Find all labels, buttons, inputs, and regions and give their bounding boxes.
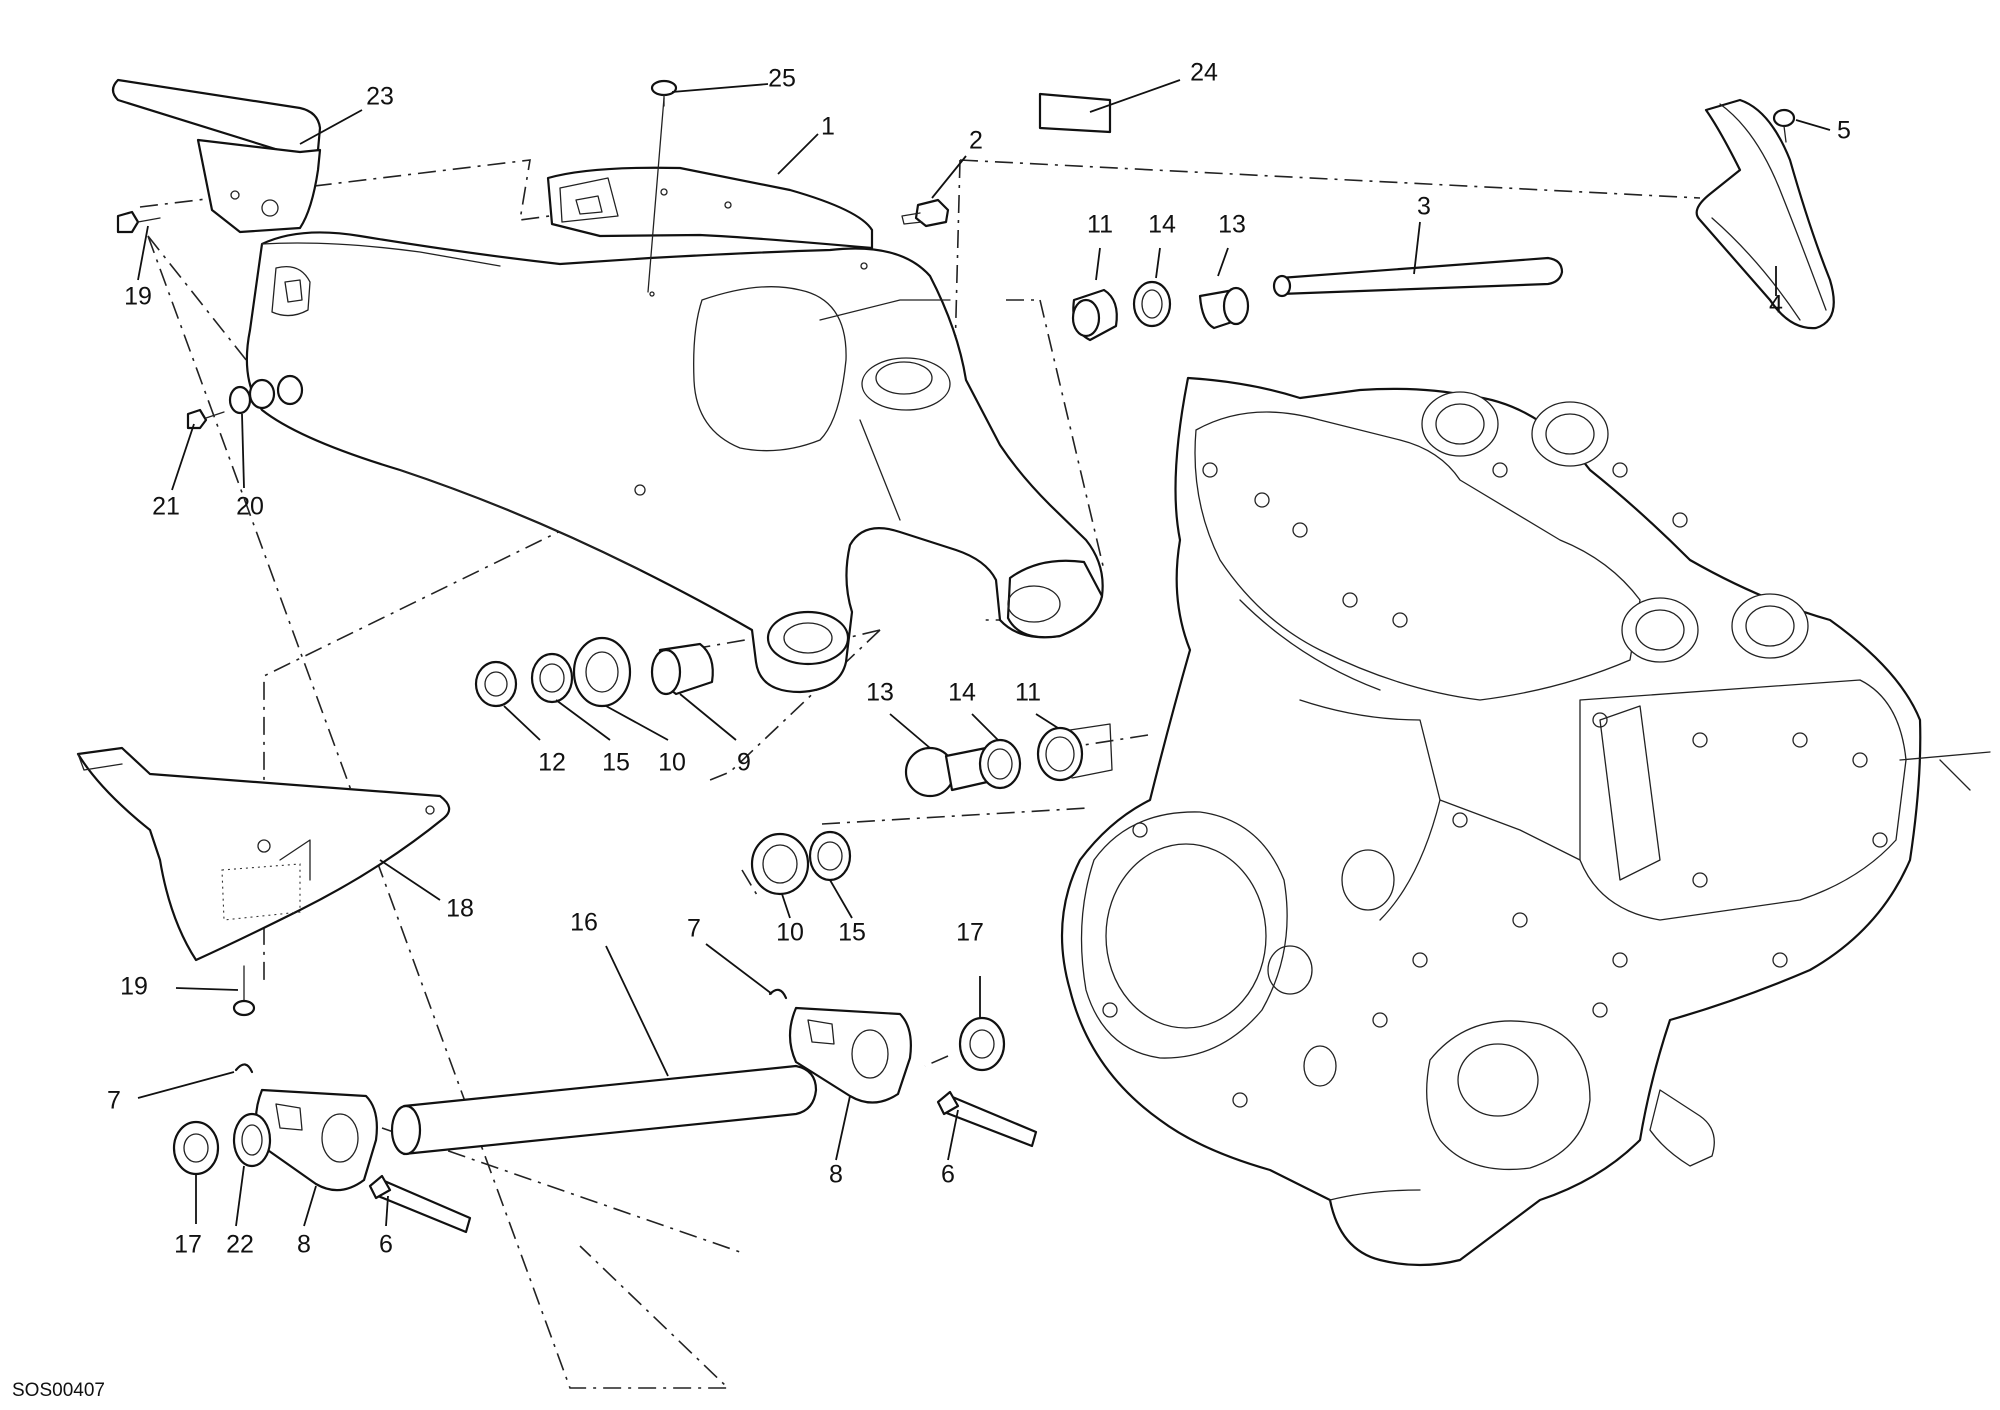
callout-11b: 11 [1015, 679, 1041, 707]
callout-2: 2 [969, 127, 983, 155]
bolt-part-19-top [116, 210, 161, 234]
callout-11a: 11 [1087, 211, 1113, 239]
bearing-set-lower [904, 723, 1113, 798]
callout-5: 5 [1837, 117, 1851, 145]
callout-18: 18 [446, 895, 474, 923]
callout-labels: 1 2 3 4 5 6 6 7 7 8 8 9 10 10 11 11 12 1… [107, 59, 1851, 1259]
callout-19a: 19 [124, 283, 152, 311]
callout-25: 25 [768, 65, 796, 93]
nut-part-17-left [172, 1120, 220, 1176]
callout-14a: 14 [1148, 211, 1176, 239]
nut-part-17-right [958, 1016, 1006, 1072]
label-part-24 [1038, 92, 1112, 134]
callout-20: 20 [236, 493, 264, 521]
callout-17a: 17 [956, 919, 984, 947]
bolt-part-21 [186, 408, 225, 430]
callout-13a: 13 [1218, 211, 1246, 239]
callout-1: 1 [821, 113, 835, 141]
callout-10a: 10 [658, 749, 686, 777]
leader-lines [137, 79, 1831, 1227]
bolt-part-19-bottom [232, 965, 256, 1017]
callout-19b: 19 [120, 973, 148, 1001]
clip-part-7-left [234, 1063, 254, 1074]
upper-cover-part-1 [546, 166, 874, 250]
engine-block [1060, 376, 1991, 1267]
screw-part-25 [650, 79, 678, 107]
callout-15b: 15 [838, 919, 866, 947]
callout-9: 9 [737, 749, 751, 777]
stud-part-6-left [368, 1174, 472, 1234]
bolt-part-2 [901, 198, 950, 228]
bearing-set-top [1071, 280, 1250, 342]
callout-8a: 8 [829, 1161, 843, 1189]
callout-10b: 10 [776, 919, 804, 947]
callout-12: 12 [538, 749, 566, 777]
stud-part-6-right [936, 1090, 1038, 1148]
callout-6b: 6 [379, 1231, 393, 1259]
chain-adjuster-part-8-left [254, 1088, 378, 1192]
callout-23: 23 [366, 83, 394, 111]
callout-17b: 17 [174, 1231, 202, 1259]
chain-guard-part-4 [1695, 98, 1835, 330]
callout-24: 24 [1190, 59, 1218, 87]
callout-14b: 14 [948, 679, 976, 707]
engine-bolt-heads [1102, 462, 1888, 1108]
lower-guard-part-18 [76, 746, 451, 962]
callout-3: 3 [1417, 193, 1431, 221]
shaft-part-3 [1272, 256, 1564, 298]
bearing-set-bottom [750, 830, 852, 896]
washer-part-20 [228, 374, 304, 415]
drawing-code: SOS00407 [12, 1380, 105, 1401]
callout-21: 21 [152, 493, 180, 521]
callout-22: 22 [226, 1231, 254, 1259]
bearing-set-middle [474, 636, 714, 708]
swingarm-part [245, 231, 1104, 694]
callout-4: 4 [1769, 291, 1783, 319]
callout-13b: 13 [866, 679, 894, 707]
clip-part-7-right [768, 988, 788, 1000]
washer-part-22 [232, 1112, 272, 1168]
callout-7a: 7 [687, 915, 701, 943]
chain-adjuster-part-8-right [788, 1006, 912, 1104]
callout-15a: 15 [602, 749, 630, 777]
bracket-part-23 [111, 78, 322, 234]
callout-16: 16 [570, 909, 598, 937]
callout-6a: 6 [941, 1161, 955, 1189]
callout-7b: 7 [107, 1087, 121, 1115]
axle-part-16 [390, 1064, 818, 1156]
callout-8b: 8 [297, 1231, 311, 1259]
screw-part-5 [1772, 108, 1796, 143]
